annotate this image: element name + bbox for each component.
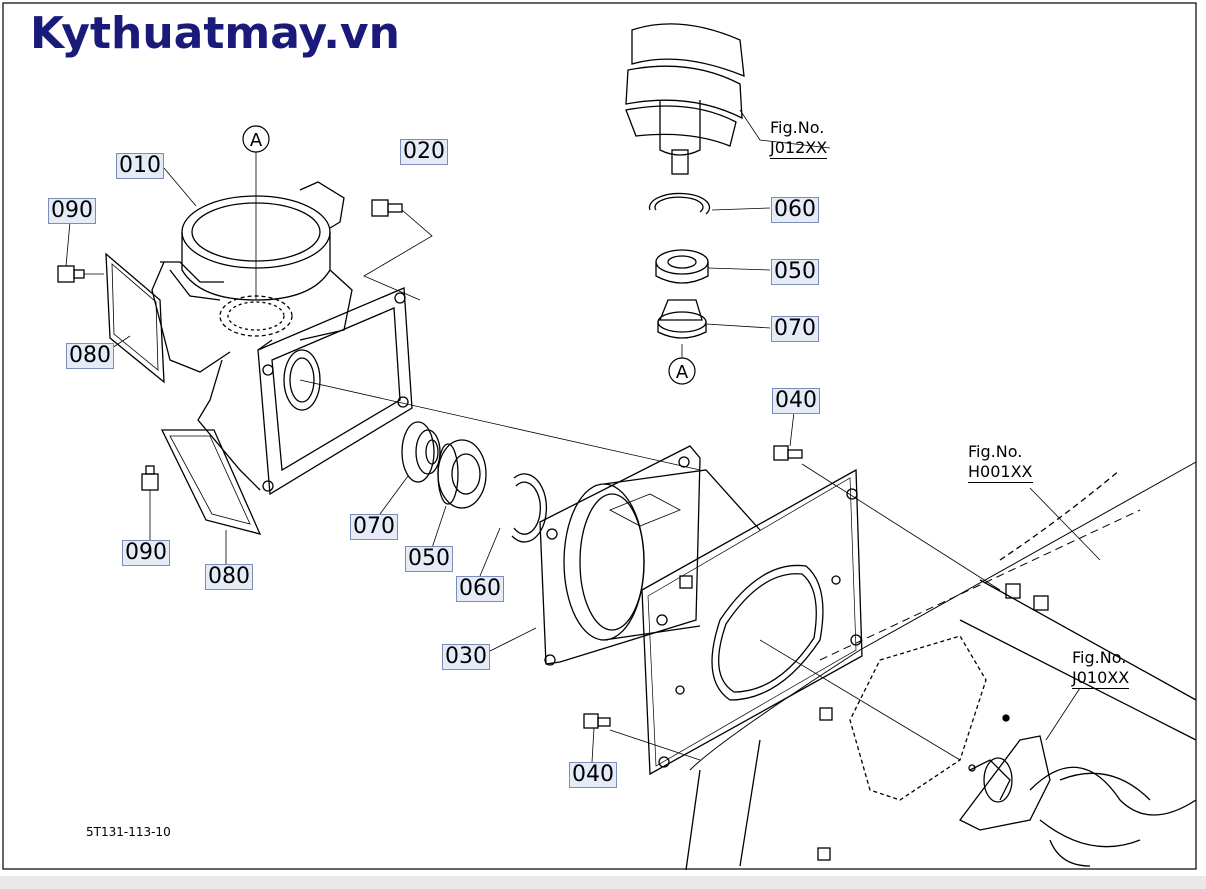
callout-090-top[interactable]: 090 <box>48 198 96 224</box>
section-marker-top: A <box>242 125 270 153</box>
cover-plate-bottom <box>160 429 262 535</box>
callout-020[interactable]: 020 <box>400 139 448 165</box>
auger-bottom <box>959 714 1197 867</box>
bolt-090-bottom <box>141 465 159 491</box>
fig-ref-frame-number: H001XX <box>968 462 1033 483</box>
callout-060-left[interactable]: 060 <box>456 576 504 602</box>
gearbox-housing <box>151 181 413 496</box>
mounting-plate <box>641 468 863 776</box>
circlip-right <box>648 192 771 215</box>
callout-030[interactable]: 030 <box>442 644 490 670</box>
taper-bearing-left <box>401 421 441 483</box>
bolt-040-top <box>773 445 1001 591</box>
brand-title: Kythuatmay.vn <box>30 8 400 59</box>
bottom-band <box>0 876 1206 889</box>
fig-ref-auger-bottom[interactable]: Fig.No. J010XX <box>1072 648 1130 689</box>
section-marker-bottom: A <box>668 357 696 385</box>
section-marker-label-bottom: A <box>676 362 689 383</box>
circlip-left <box>511 473 548 543</box>
frame-outline <box>685 461 1197 871</box>
bolt-040-bottom <box>583 713 701 761</box>
ball-bearing-left <box>437 439 487 509</box>
cover-plate-top <box>105 252 165 384</box>
callout-070-left[interactable]: 070 <box>350 514 398 540</box>
callout-040-bottom[interactable]: 040 <box>569 762 617 788</box>
fig-ref-auger-top-label: Fig.No. <box>770 118 825 137</box>
fig-ref-frame-label: Fig.No. <box>968 442 1023 461</box>
callout-060-right[interactable]: 060 <box>771 197 819 223</box>
callout-080-top[interactable]: 080 <box>66 343 114 369</box>
page-border <box>2 2 1197 870</box>
bolt-090-top <box>57 265 104 283</box>
callout-050-right[interactable]: 050 <box>771 259 819 285</box>
drawing-number: 5T131-113-10 <box>86 825 171 839</box>
callout-090-bottom[interactable]: 090 <box>122 540 170 566</box>
discharge-tube <box>539 445 761 666</box>
fig-ref-auger-bottom-number: J010XX <box>1072 668 1130 689</box>
fig-ref-auger-top-number: J012XX <box>770 138 828 159</box>
callout-070-right[interactable]: 070 <box>771 316 819 342</box>
auger-top <box>625 23 831 175</box>
section-marker-label-top: A <box>250 130 263 151</box>
fig-ref-auger-bottom-label: Fig.No. <box>1072 648 1127 667</box>
bolt-020 <box>363 199 433 301</box>
ball-bearing-right <box>655 249 771 284</box>
callout-040-top[interactable]: 040 <box>772 388 820 414</box>
taper-bearing-right <box>657 299 771 339</box>
callout-050-left[interactable]: 050 <box>405 546 453 572</box>
callout-010[interactable]: 010 <box>116 153 164 179</box>
fig-ref-auger-top[interactable]: Fig.No. J012XX <box>770 118 828 159</box>
fig-ref-frame[interactable]: Fig.No. H001XX <box>968 442 1033 483</box>
callout-080-bottom[interactable]: 080 <box>205 564 253 590</box>
